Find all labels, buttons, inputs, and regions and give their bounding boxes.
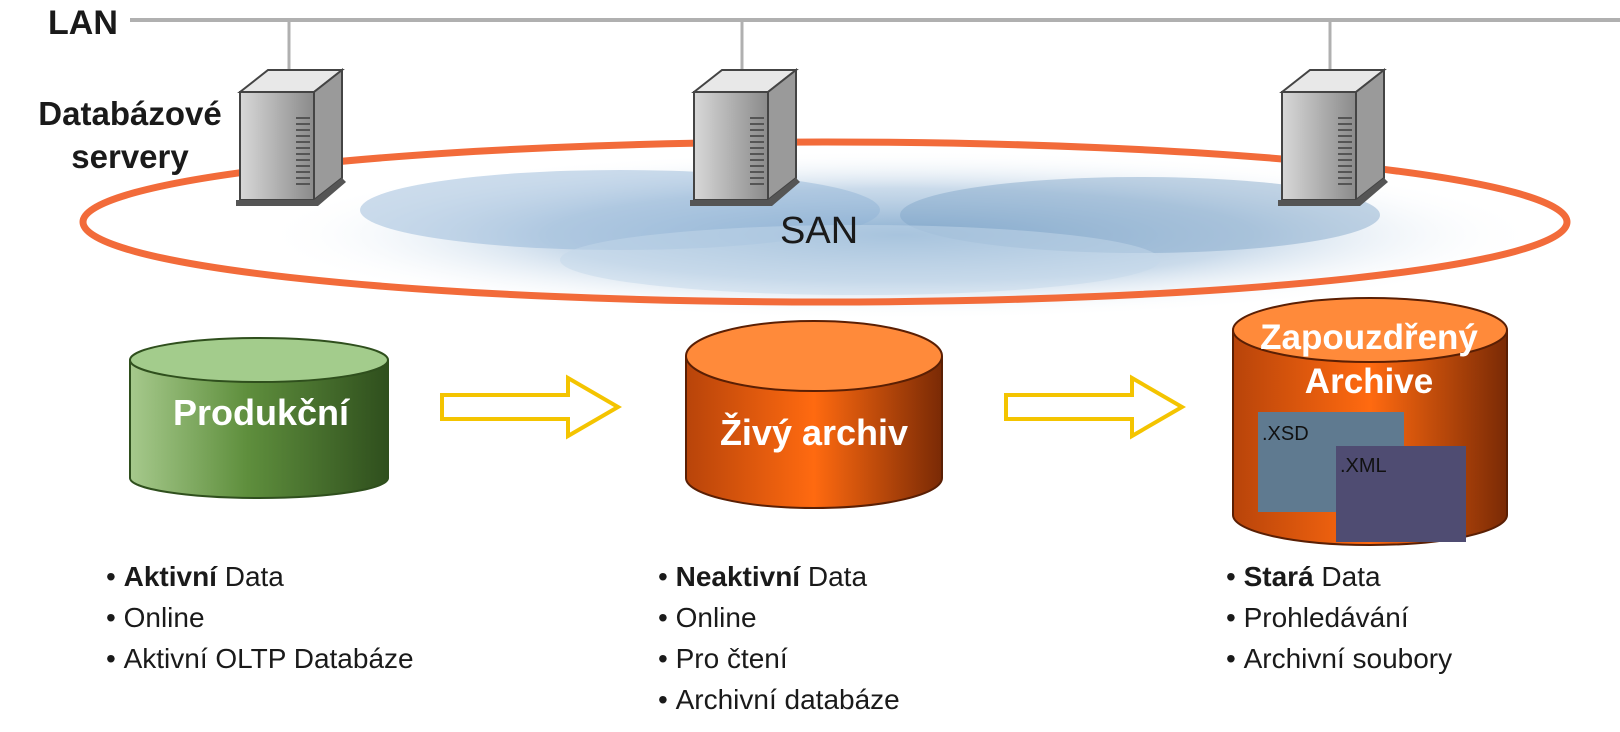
bullet-text: Data — [800, 561, 868, 592]
encapsulated-archive-label-line2: Archive — [1304, 362, 1434, 401]
arrow-right-icon — [1004, 374, 1186, 440]
list-item: Stará Data — [1226, 556, 1452, 597]
database-servers-label-line1: Databázové — [38, 95, 222, 132]
server-icon — [236, 67, 346, 206]
lan-label: LAN — [48, 4, 118, 42]
bullet-text: Data — [216, 561, 284, 592]
list-item: Archivní databáze — [658, 679, 900, 720]
encapsulated-archive-label: Zapouzdřený Archive — [1232, 316, 1506, 404]
list-item: Aktivní Data — [106, 556, 414, 597]
bullet-text: Pro čtení — [675, 643, 788, 674]
bullet-text: Online — [123, 602, 205, 633]
encapsulated-archive-label-line1: Zapouzdřený — [1260, 318, 1478, 357]
san-cloud — [260, 150, 1540, 320]
xml-file-label: .XML — [1340, 455, 1387, 477]
database-servers-label: Databázové servery — [0, 92, 260, 178]
list-item: Online — [106, 597, 414, 638]
bullet-text: Online — [675, 602, 757, 633]
live-archive-label: Živý archiv — [719, 412, 909, 453]
production-database-cylinder — [129, 337, 389, 499]
production-bullet-list: Aktivní Data Online Aktivní OLTP Databáz… — [106, 556, 414, 679]
bullet-text: Archivní soubory — [1243, 643, 1453, 674]
list-item: Aktivní OLTP Databáze — [106, 638, 414, 679]
bullet-text: Archivní databáze — [675, 684, 900, 715]
list-item: Pro čtení — [658, 638, 900, 679]
bullet-emphasis: Stará — [1243, 561, 1314, 592]
live-archive-database-cylinder — [685, 320, 943, 509]
database-servers-label-line2: servery — [71, 138, 189, 175]
xsd-file-label: .XSD — [1262, 423, 1309, 445]
list-item: Online — [658, 597, 900, 638]
bullet-emphasis: Neaktivní — [675, 561, 801, 592]
server-icon — [1278, 67, 1388, 206]
production-database-label: Produkční — [172, 392, 350, 433]
server-icon — [690, 67, 800, 206]
list-item: Neaktivní Data — [658, 556, 900, 597]
list-item: Prohledávání — [1226, 597, 1452, 638]
live-archive-bullet-list: Neaktivní Data Online Pro čtení Archivní… — [658, 556, 900, 720]
lan-network — [130, 18, 1620, 72]
bullet-text: Data — [1313, 561, 1381, 592]
list-item: Archivní soubory — [1226, 638, 1453, 679]
bullet-emphasis: Aktivní — [123, 561, 217, 592]
xml-file-icon — [1336, 446, 1466, 542]
bullet-text: Aktivní OLTP Databáze — [123, 643, 414, 674]
san-label: SAN — [780, 210, 859, 252]
san-ring — [79, 138, 1571, 306]
encapsulated-archive-bullet-list: Stará Data Prohledávání Archivní soubory — [1226, 556, 1453, 679]
arrow-right-icon — [440, 374, 622, 440]
bullet-text: Prohledávání — [1243, 602, 1409, 633]
